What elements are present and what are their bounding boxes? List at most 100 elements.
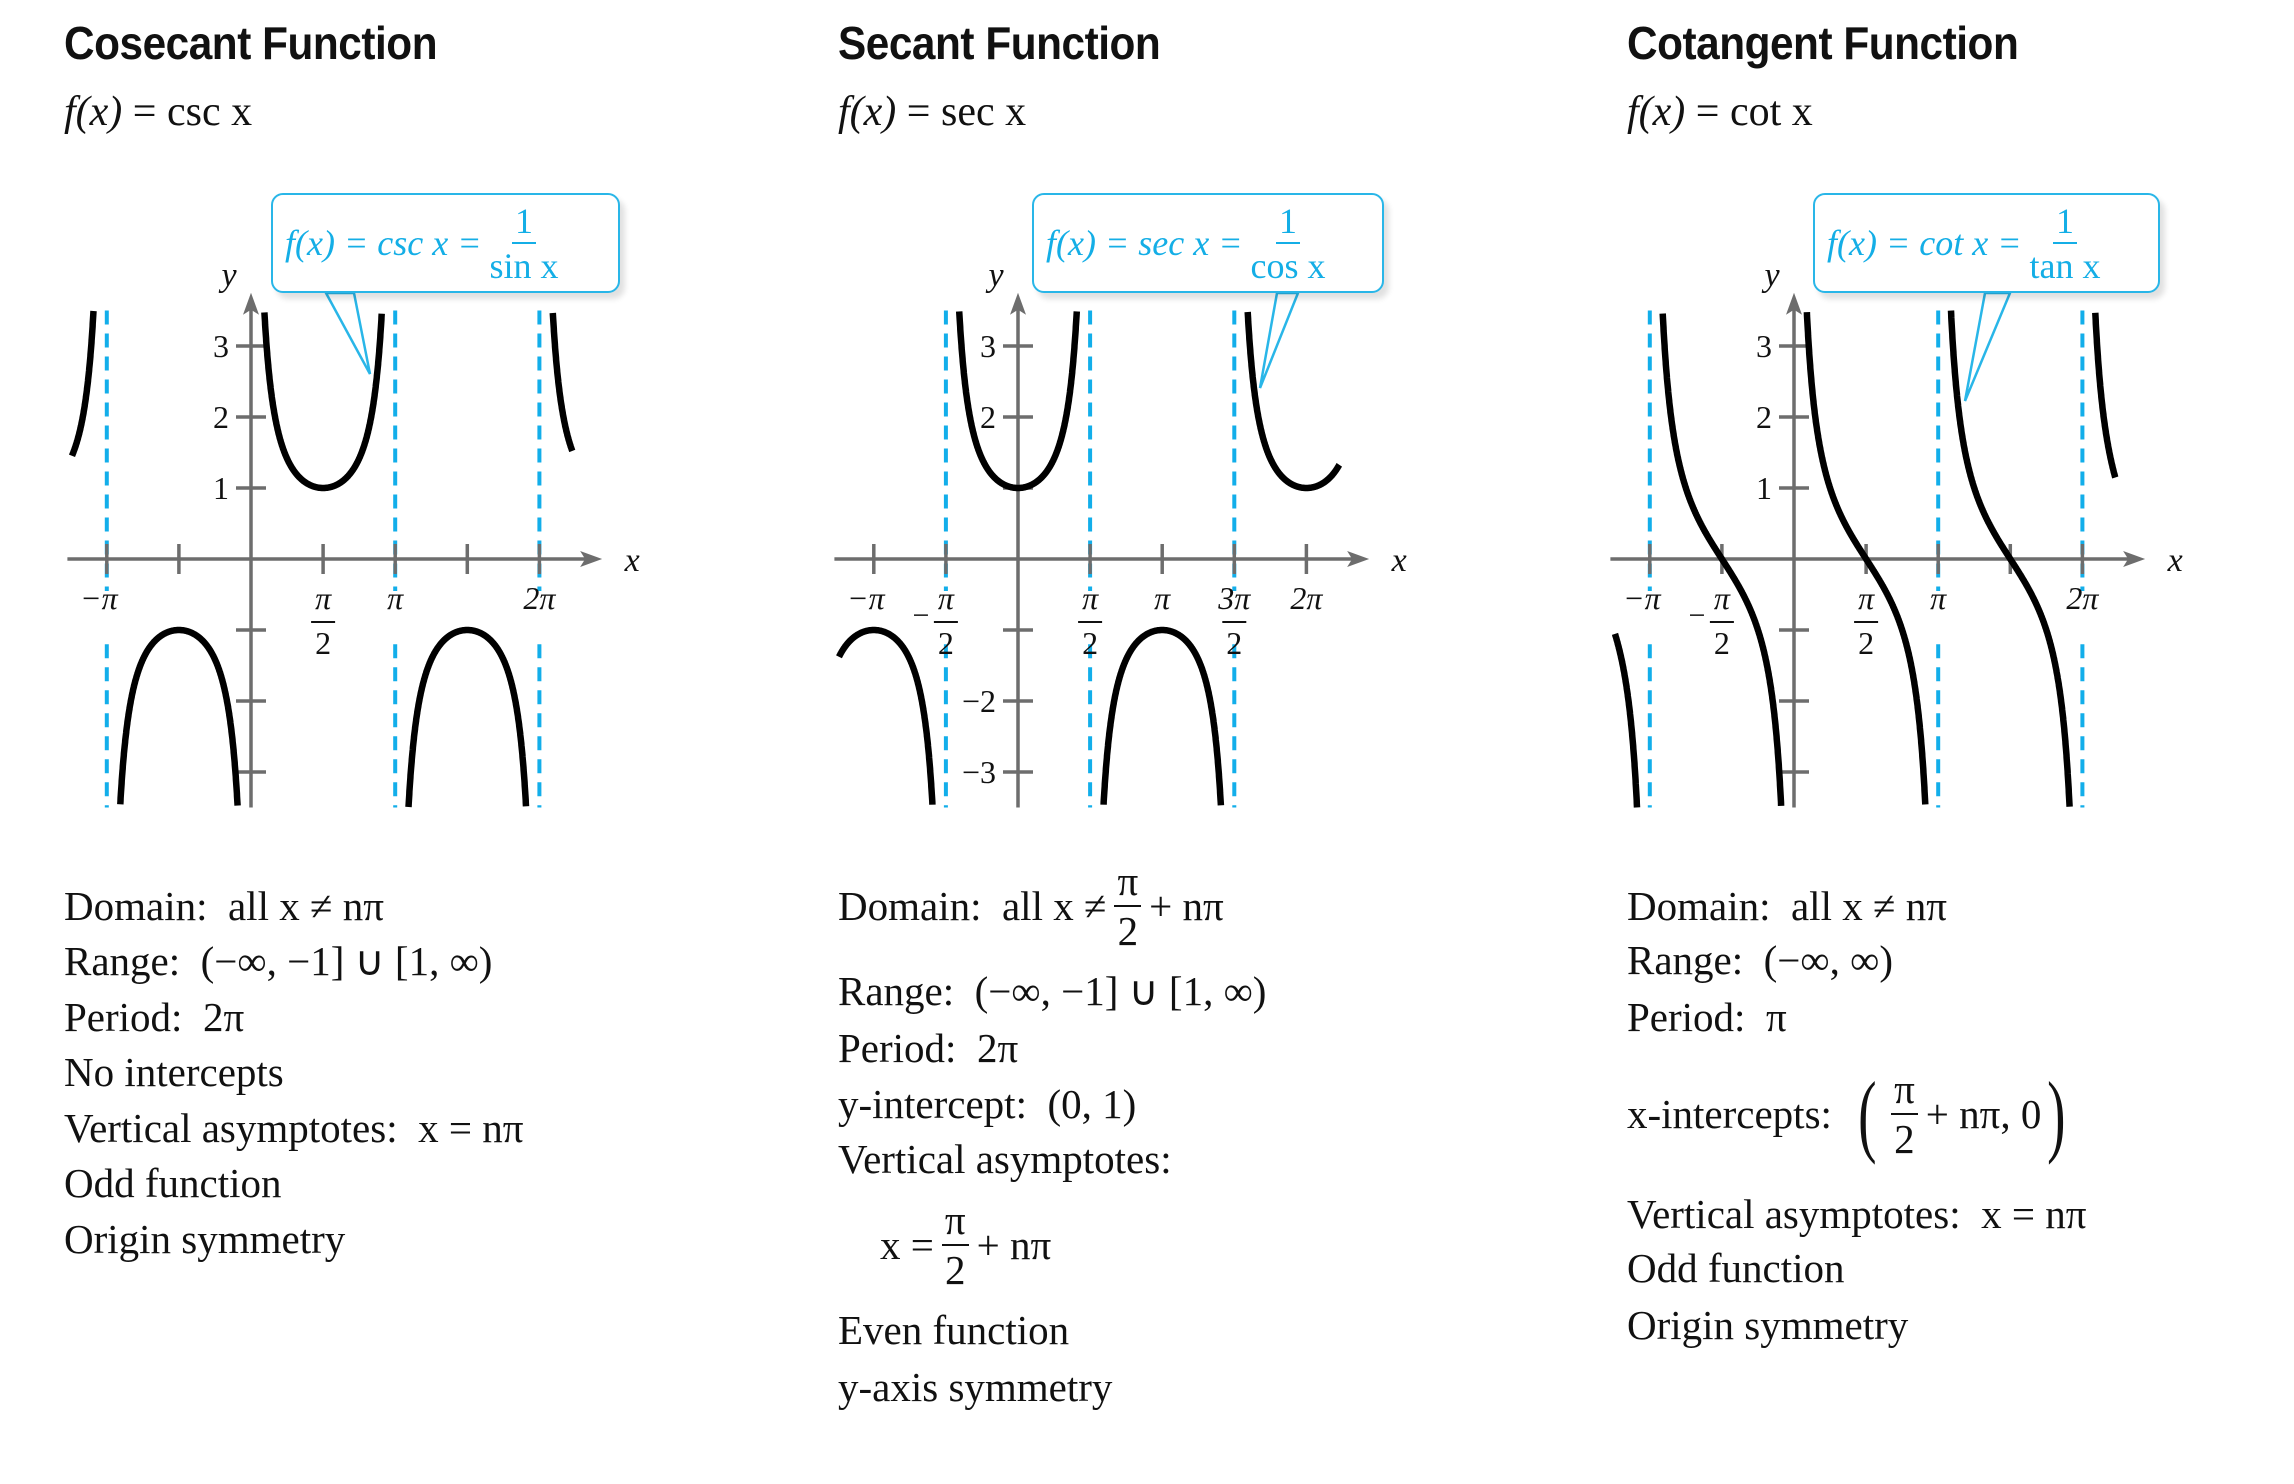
period-line: Period: 2π — [64, 989, 244, 1045]
asymptotes-line: Vertical asymptotes: — [838, 1136, 1172, 1182]
callout-lhs: f(x) = csc x = — [285, 223, 482, 263]
callout-num: 1 — [512, 203, 536, 244]
symmetry-line: Origin symmetry — [64, 1216, 346, 1262]
asymptotes-post: + nπ — [976, 1222, 1052, 1268]
fx-rhs: cot x — [1729, 89, 1813, 135]
y-tick-label: 3 — [980, 328, 996, 364]
domain-post: + nπ — [1149, 883, 1224, 929]
intercepts-label: x-intercepts: — [1627, 1091, 1832, 1137]
intercepts-line: y-intercept: (0, 1) — [838, 1076, 1136, 1132]
callout-pointer — [1258, 291, 1300, 389]
range-label: Range: — [1627, 937, 1744, 983]
range-value: (−∞, −1] ∪ [1, ∞) — [974, 968, 1267, 1014]
callout-den: sin x — [489, 245, 559, 286]
domain-line: Domain: all x ≠ nπ — [64, 878, 384, 934]
range-label: Range: — [838, 968, 955, 1014]
y-axis-arrow — [1786, 292, 1802, 315]
y-axis-label: y — [1761, 257, 1780, 294]
x-tick-label: 2π — [2066, 580, 2099, 616]
y-tick-label: 1 — [213, 470, 229, 506]
fraction-num: π — [1891, 1068, 1918, 1115]
x-tick-label: π — [1154, 580, 1171, 616]
asymptotes-label: Vertical asymptotes: — [1627, 1191, 1961, 1237]
callout-num: 1 — [2053, 203, 2077, 244]
x-tick-label-den: 2 — [1714, 625, 1730, 661]
x-tick-label: 2π — [523, 580, 556, 616]
x-tick-label-den: 2 — [1226, 625, 1242, 661]
fraction-num: π — [1114, 860, 1142, 907]
fx-lhs: f(x) — [64, 89, 123, 135]
x-tick-label: −π — [80, 580, 119, 616]
function-definition: f(x) = csc x — [64, 88, 252, 136]
asymptotes-pre: x = — [880, 1222, 934, 1268]
x-tick-label: 2π — [1290, 580, 1323, 616]
x-tick-label: π — [387, 580, 404, 616]
fx-lhs: f(x) — [1627, 89, 1686, 135]
x-tick-label-num: π — [938, 580, 955, 616]
period-line: Period: 2π — [838, 1020, 1018, 1076]
asymptotes-line: Vertical asymptotes: x = nπ — [64, 1100, 523, 1156]
period-line: Period: π — [1627, 989, 1787, 1045]
domain-label: Domain: — [64, 883, 208, 929]
callout-lhs: f(x) = sec x = — [1046, 223, 1243, 263]
curve-csc — [68, 310, 576, 808]
y-tick-label: −2 — [962, 683, 996, 719]
callout-pointer — [1963, 291, 2012, 402]
x-axis-label: x — [624, 542, 640, 579]
y-tick-label: −3 — [962, 754, 996, 790]
x-tick-label: π — [1930, 580, 1947, 616]
symmetry-line: Origin symmetry — [1627, 1302, 1909, 1348]
asymptotes-line: Vertical asymptotes: x = nπ — [1627, 1186, 2086, 1242]
fx-eq: = — [906, 89, 931, 135]
fx-lhs: f(x) — [838, 89, 897, 135]
x-tick-label-sign: − — [1688, 599, 1705, 632]
y-tick-label: 1 — [1756, 470, 1772, 506]
x-axis-label: x — [2167, 542, 2183, 579]
y-tick-label: 2 — [1756, 399, 1772, 435]
period-label: Period: — [838, 1025, 957, 1071]
y-axis-arrow — [243, 292, 259, 315]
curve-cot — [1611, 310, 2119, 808]
x-axis-arrow — [1347, 551, 1370, 567]
callout-den: tan x — [2029, 245, 2101, 286]
panel-title: Secant Function — [838, 17, 1161, 69]
asymptotes-value: x = nπ — [1981, 1191, 2087, 1237]
period-value: 2π — [976, 1025, 1019, 1071]
function-definition: f(x) = cot x — [1627, 88, 1813, 136]
panel-title: Cotangent Function — [1627, 17, 2019, 69]
parity-line: Even function — [838, 1307, 1070, 1353]
x-tick-label-num: π — [1714, 580, 1731, 616]
fx-rhs: csc x — [166, 89, 253, 135]
x-tick-label-den: 2 — [938, 625, 954, 661]
y-tick-label: 2 — [213, 399, 229, 435]
asymptotes-value: x = nπ — [418, 1105, 524, 1151]
range-line: Range: (−∞, −1] ∪ [1, ∞) — [64, 933, 492, 989]
asymptotes-label: Vertical asymptotes: — [64, 1105, 398, 1151]
chart-csc — [67, 292, 603, 808]
intercepts-label: y-intercept: — [838, 1081, 1027, 1127]
x-tick-label-num: π — [1858, 580, 1875, 616]
chart-cot — [1610, 292, 2146, 808]
x-axis-arrow — [2123, 551, 2146, 567]
y-axis-label: y — [218, 257, 237, 294]
x-tick-label-den: 2 — [1082, 625, 1098, 661]
range-line: Range: (−∞, ∞) — [1627, 932, 1893, 988]
x-tick-label-den: 2 — [1858, 625, 1874, 661]
x-tick-label-num: π — [315, 580, 332, 616]
panel-title: Cosecant Function — [64, 17, 438, 69]
y-tick-label: 2 — [980, 399, 996, 435]
parity-line: Odd function — [64, 1160, 282, 1206]
y-tick-label: 3 — [1756, 328, 1772, 364]
curve-sec — [835, 311, 1343, 806]
x-tick-label-num: 3π — [1217, 580, 1251, 616]
parity-line: Odd function — [1627, 1245, 1845, 1291]
